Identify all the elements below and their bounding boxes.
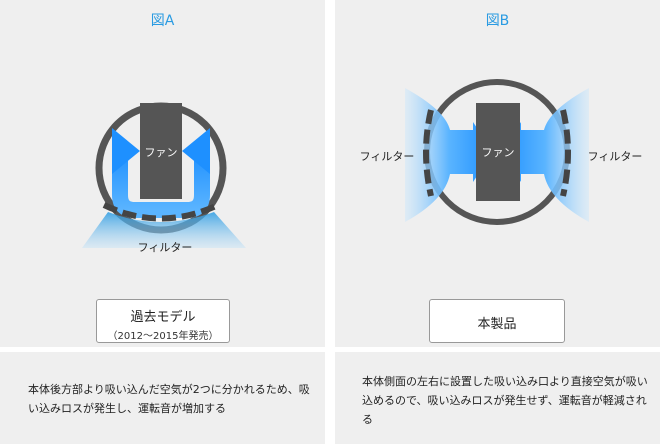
figure-b-panel: 図B ファン フィルター フィルター 本製	[335, 0, 660, 347]
figure-a-diagram: ファン フィルター	[82, 102, 246, 254]
fan-block	[140, 103, 182, 199]
fan-label: ファン	[482, 146, 515, 159]
filter-label: フィルター	[138, 241, 193, 254]
filter-right-dashed	[560, 109, 571, 197]
product-title: 本製品	[477, 317, 517, 332]
filter-left-dashed	[423, 109, 434, 197]
filter-dashed	[102, 202, 220, 222]
model-years: （2012〜2015年発売）	[107, 331, 219, 342]
figure-b-description: 本体側面の左右に設置した吸い込み口より直接空気が吸い込めるので、吸い込みロスが発…	[362, 375, 648, 426]
figure-a-title: 図A	[150, 13, 175, 29]
figure-b-diagram: ファン フィルター フィルター	[360, 79, 643, 225]
intake-airflow	[82, 212, 246, 248]
fan-label: ファン	[145, 146, 178, 159]
filter-right-label: フィルター	[588, 150, 643, 163]
figure-b-title: 図B	[485, 13, 510, 29]
figure-a-description-panel	[0, 352, 325, 444]
fan-block	[476, 103, 520, 201]
arrow-right	[182, 128, 210, 174]
u-airflow	[112, 150, 210, 218]
model-label-box: 過去モデル （2012〜2015年発売）	[96, 299, 230, 343]
figure-a-panel: 図A ファン フィルター 過去モデル （2012〜20	[0, 0, 325, 347]
product-label-box: 本製品	[429, 299, 565, 343]
figure-a-description: 本体後方部より吸い込んだ空気が2つに分かれるため、吸い込みロスが発生し、運転音が…	[28, 383, 310, 415]
figure-b-description-panel	[335, 352, 660, 444]
arrow-left	[112, 128, 140, 174]
model-title: 過去モデル	[130, 310, 196, 325]
filter-left-label: フィルター	[360, 150, 415, 163]
